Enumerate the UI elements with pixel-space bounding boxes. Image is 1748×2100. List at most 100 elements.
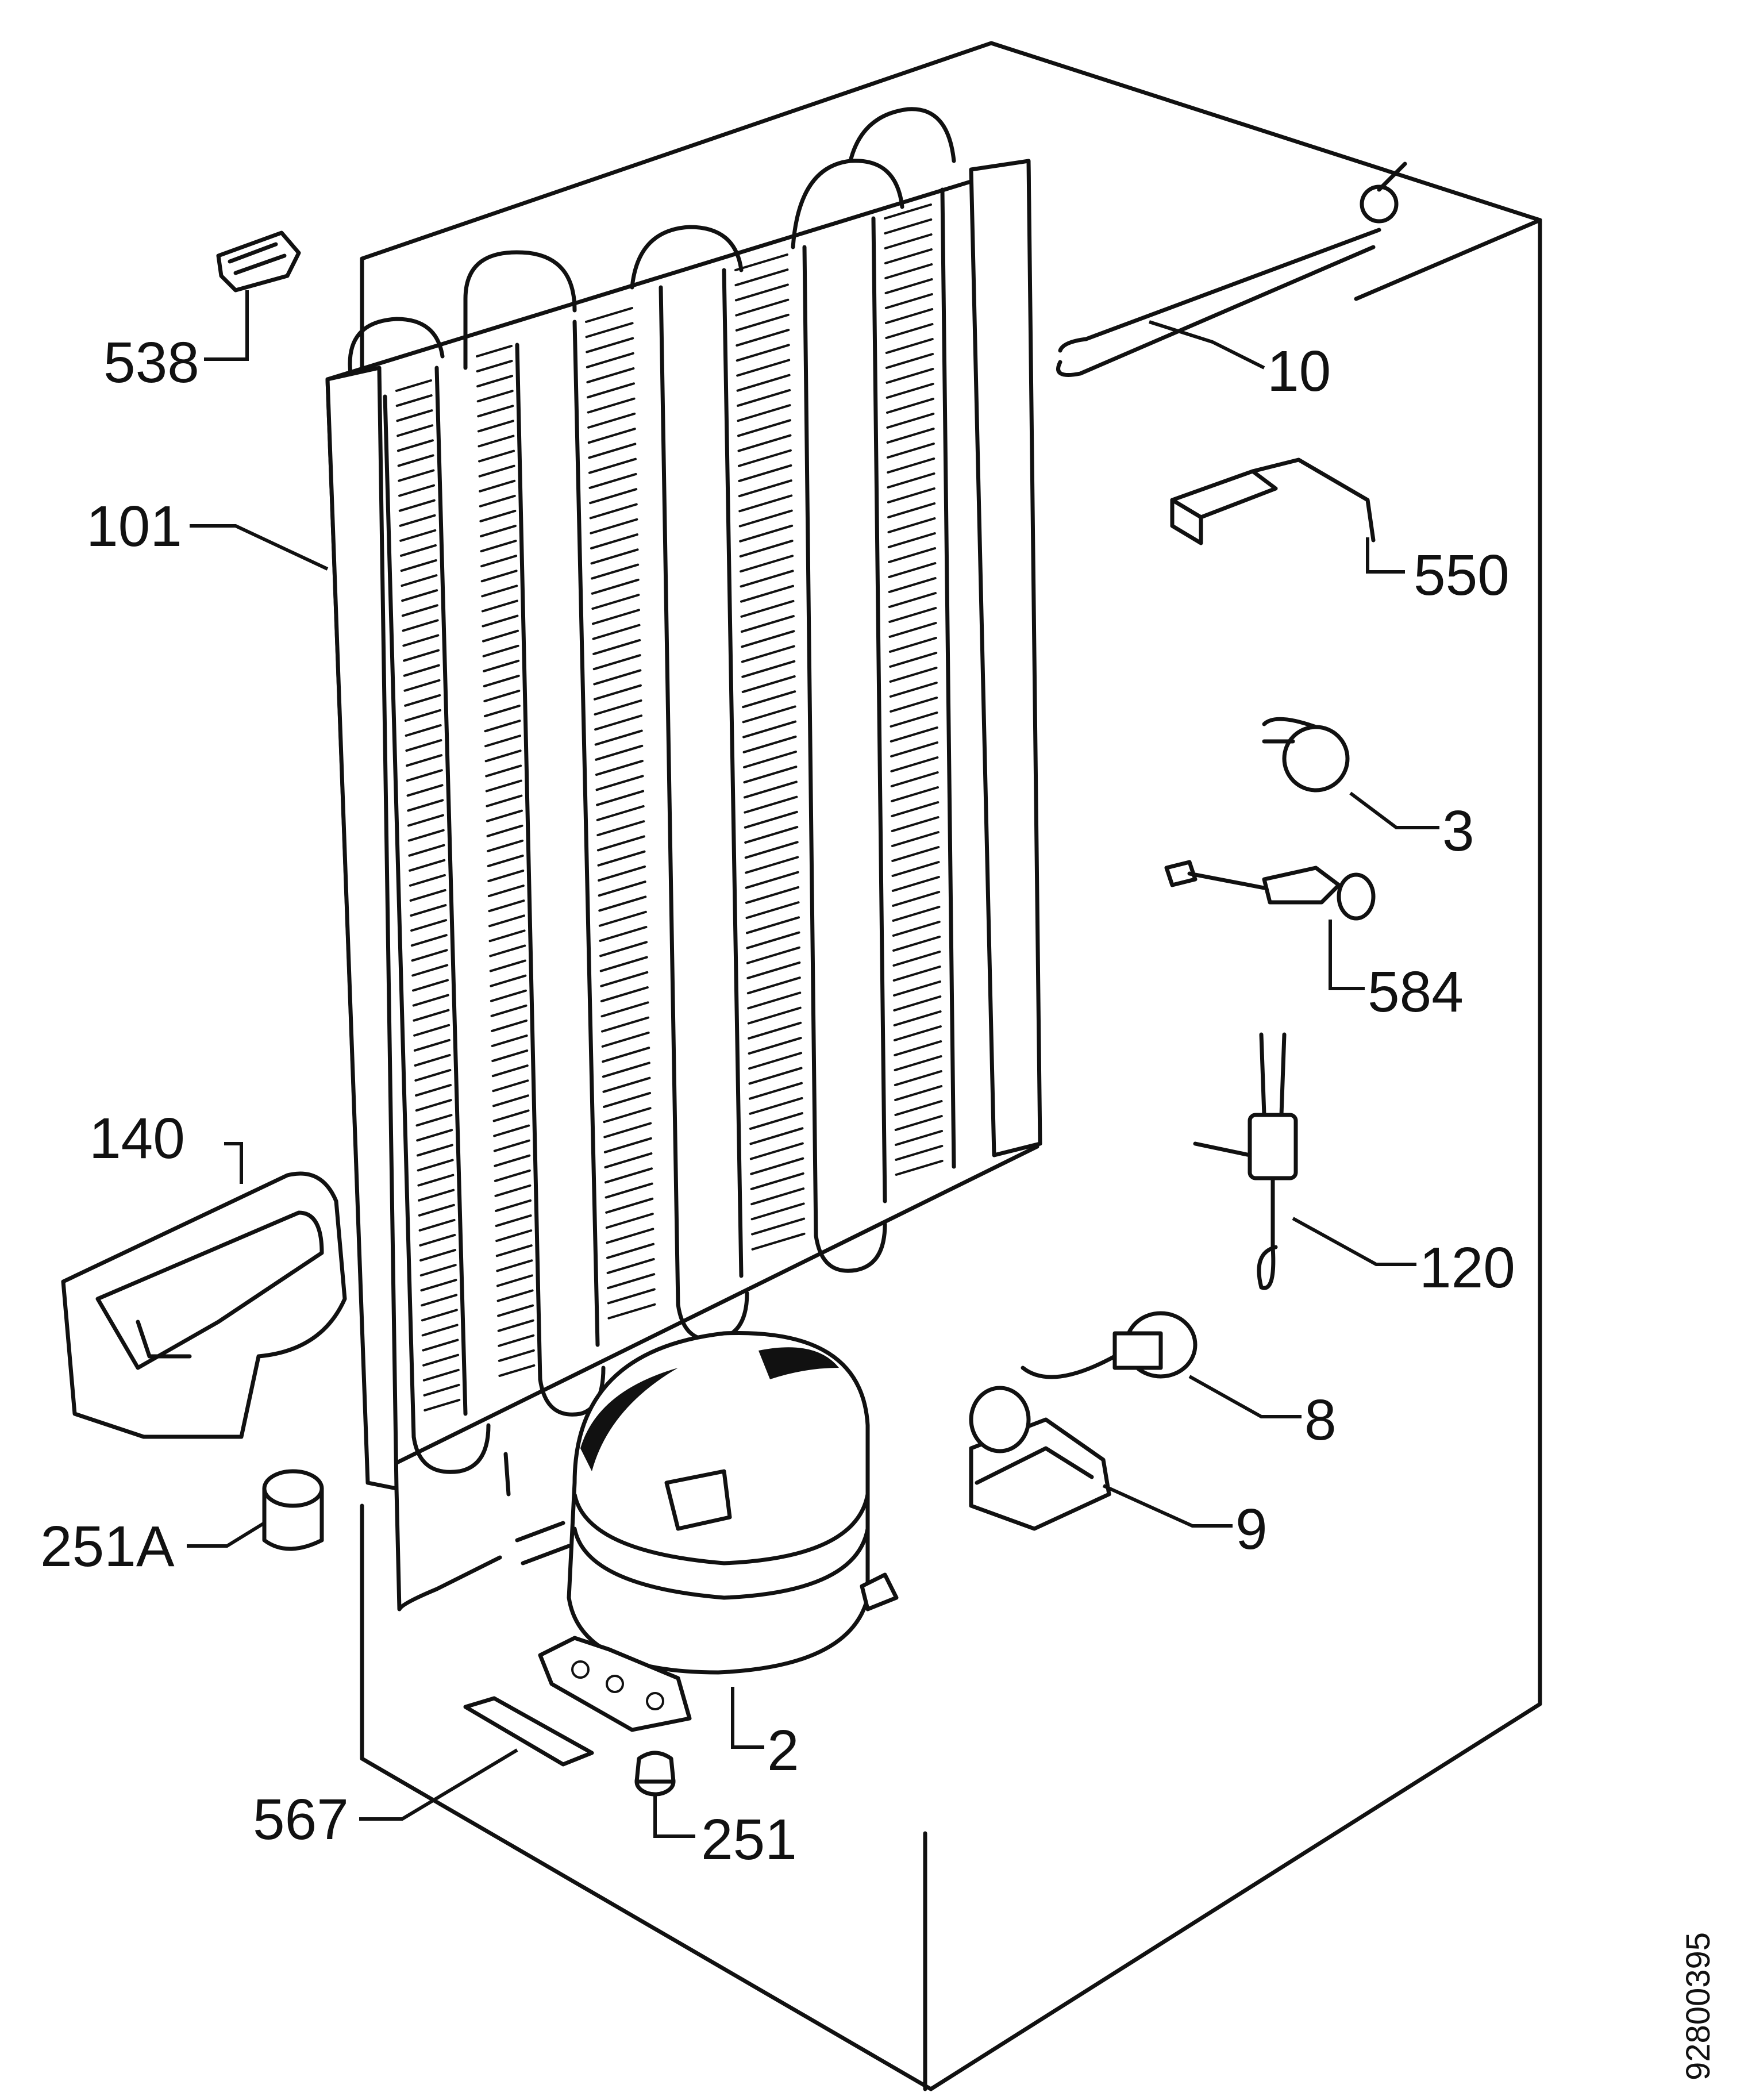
fin-line [498, 1334, 535, 1347]
fin-line [891, 846, 940, 862]
fin-line [599, 941, 648, 957]
bushing-part [262, 1469, 324, 1551]
fin-line [476, 360, 513, 373]
fin-line [395, 379, 432, 392]
fin-line [496, 1274, 533, 1287]
fin-line [738, 464, 792, 482]
fin-line [585, 307, 633, 323]
fin-line [485, 764, 522, 778]
fin-line [476, 345, 513, 357]
fin-line [890, 771, 939, 787]
fin-line [737, 404, 791, 422]
fin-line [749, 1082, 803, 1100]
fin-line [888, 562, 937, 578]
fin-line [585, 322, 634, 339]
fin-line [600, 986, 649, 1003]
fin-line [735, 298, 790, 317]
fin-line [404, 709, 441, 722]
fin-line [494, 1184, 532, 1197]
fin-line [748, 1067, 803, 1085]
fin-line [746, 916, 800, 934]
fin-line [592, 654, 641, 671]
fin-line [888, 547, 937, 563]
fin-line [415, 1114, 453, 1127]
fin-line [736, 344, 790, 362]
fin-line [411, 949, 448, 962]
fin-line [490, 989, 527, 1002]
fin-line [495, 1214, 532, 1228]
fin-line [743, 766, 798, 784]
fin-line [742, 720, 797, 739]
fin-line [416, 1144, 453, 1157]
fin-line [740, 584, 794, 603]
fin-line [886, 398, 934, 414]
fin-line [422, 1353, 460, 1367]
fin-line [894, 1085, 943, 1101]
fin-line [738, 479, 792, 498]
fin-line [742, 705, 796, 724]
fin-line [594, 714, 643, 731]
fin-line [479, 479, 516, 493]
fin-line [396, 409, 433, 422]
label-140: 140 [89, 1106, 185, 1171]
fin-line [589, 503, 638, 520]
fin-line [418, 1203, 455, 1217]
fin-line [894, 1055, 942, 1071]
fin-line [588, 443, 637, 459]
fin-line [751, 1232, 806, 1251]
fin-line [741, 675, 796, 693]
fin-line [492, 1094, 529, 1107]
fin-line [480, 555, 518, 568]
fin-line [486, 809, 523, 822]
fin-line [886, 443, 935, 459]
fin-line [892, 891, 941, 907]
fin-line [598, 880, 646, 897]
fin-line [491, 1049, 529, 1063]
fin-line [887, 487, 935, 503]
fin-line [402, 634, 440, 647]
fin-line [737, 419, 791, 437]
fin-line [742, 690, 796, 709]
fin-line [590, 533, 638, 550]
fin-line [892, 936, 941, 952]
fin-line [478, 434, 515, 448]
fin-line [887, 517, 936, 533]
fin-line [587, 428, 636, 444]
fin-line [498, 1364, 536, 1377]
fin-line [496, 1289, 534, 1302]
fin-line [480, 570, 518, 583]
fin-line [586, 352, 634, 368]
fin-line [749, 1142, 804, 1160]
fin-line [480, 540, 517, 553]
fin-line [886, 428, 935, 444]
fin-line [595, 744, 644, 761]
fin-line [410, 919, 448, 932]
fin-line [415, 1099, 452, 1112]
fin-line [603, 1091, 652, 1108]
fin-line [421, 1324, 459, 1337]
fin-line [486, 824, 523, 837]
fin-line [496, 1259, 533, 1272]
fin-line [734, 268, 789, 287]
fin-line [493, 1139, 530, 1152]
fin-line [490, 974, 527, 987]
fin-line [744, 810, 798, 829]
fin-line [892, 921, 941, 937]
fin-line [750, 1187, 805, 1206]
fin-line [479, 509, 517, 522]
fin-line [885, 383, 934, 399]
fin-line [750, 1202, 805, 1221]
fin-line [407, 814, 445, 827]
fin-line [399, 514, 436, 527]
fin-line [884, 263, 933, 279]
fin-line [884, 218, 933, 234]
fin-line [408, 844, 445, 857]
fin-line [603, 1107, 652, 1124]
fin-line [746, 976, 801, 995]
fin-line [420, 1279, 457, 1292]
fin-line [888, 577, 937, 593]
fin-line [396, 439, 434, 452]
fin-line [479, 494, 516, 507]
sensor-part [1164, 860, 1376, 921]
fin-line [602, 1061, 650, 1078]
